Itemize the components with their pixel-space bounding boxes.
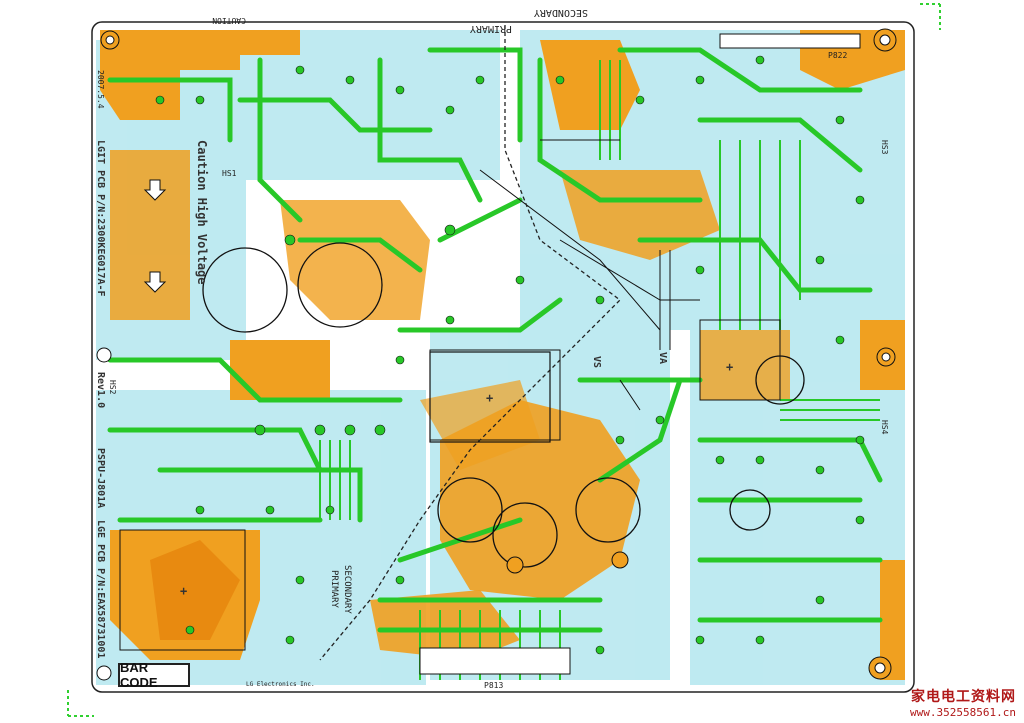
- bar-code-label: BAR CODE: [118, 660, 190, 690]
- label-secondary-mid: SECONDARY: [342, 565, 352, 614]
- connector-top-right: [719, 33, 861, 49]
- watermark: 家电电工资料网 www.352558561.cn: [910, 686, 1016, 719]
- isolation-line: [319, 25, 621, 661]
- connector-bottom: [419, 647, 571, 675]
- label-pcb-pn-top: LGIT PCB P/N:2300KEG017A-F: [95, 140, 106, 297]
- label-primary-top: PRIMARY: [470, 23, 512, 34]
- pads: [155, 55, 865, 655]
- label-hs1: HS1: [222, 169, 237, 178]
- svg-text:+: +: [726, 360, 733, 374]
- label-hs2: HS2: [108, 380, 117, 395]
- label-primary-mid: PRIMARY: [329, 570, 339, 609]
- label-secondary-top: SECONDARY: [534, 7, 588, 18]
- label-p813: P813: [484, 681, 503, 690]
- capacitors: [202, 242, 805, 568]
- arrow-icons: [143, 179, 167, 293]
- svg-text:+: +: [180, 584, 187, 598]
- watermark-site-name: 家电电工资料网: [911, 689, 1016, 705]
- label-caution: CAUTION: [212, 16, 246, 25]
- traces-green-thin: [319, 60, 880, 680]
- label-vs: VS: [591, 356, 602, 368]
- label-pcb-pn-bottom: LGE PCB P/N:EAX58731001: [95, 520, 106, 658]
- mounting-holes: [96, 28, 897, 681]
- traces-green: [107, 47, 883, 633]
- label-p822: P822: [828, 51, 847, 60]
- label-lg: LG Electronics Inc.: [246, 681, 315, 688]
- label-hs3: HS3: [880, 140, 889, 155]
- svg-text:+: +: [486, 391, 493, 405]
- heatsink-outline: [429, 351, 551, 443]
- watermark-url: www.352558561.cn: [910, 706, 1016, 719]
- label-date: 2007.5.4: [96, 70, 105, 109]
- label-hs4: HS4: [880, 420, 889, 435]
- corner-marks: [67, 3, 941, 717]
- label-rev: Rev1.0: [95, 372, 106, 408]
- label-caution-voltage: Caution High Voltage: [195, 140, 209, 285]
- traces-black: [119, 139, 781, 651]
- label-model: PSPU-J801A: [95, 448, 106, 508]
- label-va: VA: [657, 352, 668, 364]
